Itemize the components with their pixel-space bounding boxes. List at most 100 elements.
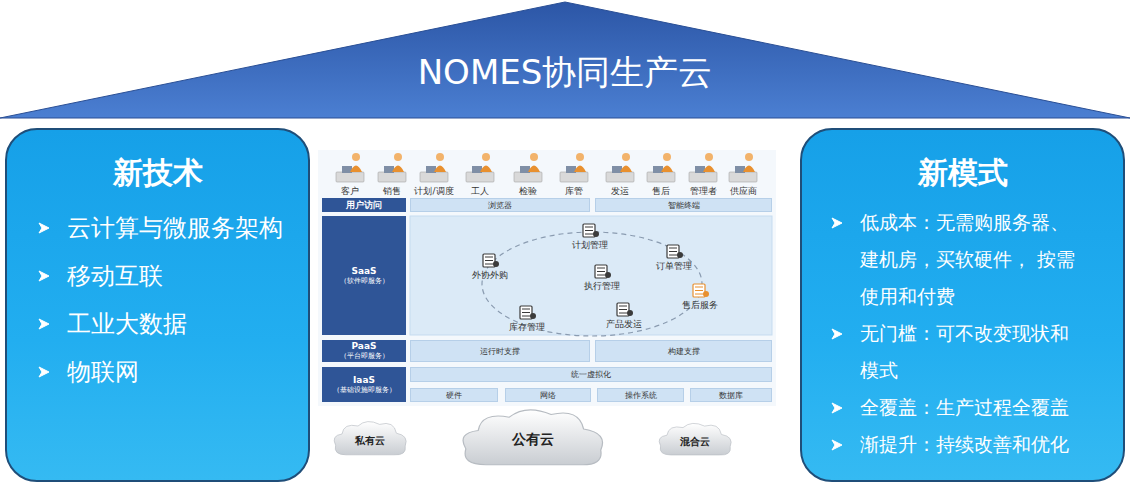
bullet-text: 低成本：无需购服务器、建机房，买软硬件， 按需使用和付费 [860, 204, 1078, 315]
icon-dot [605, 272, 611, 278]
person-head [436, 153, 444, 161]
roof-triangle [0, 2, 1130, 118]
icon-line [619, 306, 627, 307]
bullet-text: 全覆盖：生产过程全覆盖 [860, 389, 1078, 426]
bullet-text: 移动互联 [67, 252, 297, 300]
icon-dot [703, 291, 709, 297]
role-label: 管理者 [690, 186, 717, 197]
cloud-shape: 私有云 [330, 418, 410, 458]
layer-label: IaaS（基础设施即服务） [322, 367, 406, 402]
box-label: 智能终端 [668, 200, 700, 211]
module-label: 外协外购 [472, 270, 508, 281]
person-body [392, 166, 404, 173]
person-body [703, 166, 715, 173]
icon-line [597, 271, 605, 272]
cloud-shape: 混合云 [655, 420, 735, 458]
bullet-marker [830, 401, 844, 415]
icon-line [669, 248, 677, 249]
icon-line [619, 313, 627, 314]
bullet-item: 低成本：无需购服务器、建机房，买软硬件， 按需使用和付费 [802, 204, 1123, 315]
service-box: 操作系统 [597, 388, 684, 402]
module-label: 计划管理 [572, 240, 608, 251]
box-label: 统一虚拟化 [571, 369, 611, 380]
box-label: 硬件 [446, 390, 462, 401]
bullet-arrow [39, 223, 49, 233]
person-body [574, 166, 586, 173]
layer-name: PaaS [352, 341, 377, 352]
person-head [394, 153, 402, 161]
icon-line [695, 287, 703, 288]
person-body [350, 166, 362, 173]
cloud-shape: 公有云 [455, 404, 610, 470]
box-label: 构建支撑 [668, 346, 700, 357]
service-box: 运行时支撑 [410, 340, 590, 362]
layer-label: 用户访问 [322, 198, 406, 212]
panel-title: 新模式 [802, 150, 1123, 196]
saas-area [410, 216, 772, 335]
person-body [743, 166, 755, 173]
cloud-label: 公有云 [512, 431, 554, 449]
person-head [663, 153, 671, 161]
bullet-arrow [39, 319, 49, 329]
service-box: 网络 [505, 388, 591, 402]
service-box: 数据库 [690, 388, 772, 402]
bullet-arrow [832, 440, 842, 450]
bullet-item: 工业大数据 [7, 300, 308, 348]
person-body [480, 166, 492, 173]
icon-line [597, 268, 605, 269]
bullet-arrow [39, 271, 49, 281]
bullet-text: 物联网 [67, 348, 297, 396]
bullet-arrow [832, 329, 842, 339]
panel-title: 新技术 [7, 150, 308, 196]
icon-dot [677, 252, 683, 258]
role-label: 检验 [519, 186, 537, 197]
icon-line [585, 230, 593, 231]
bullet-text: 无门槛：可不改变现状和模式 [860, 315, 1078, 389]
layer-subtitle: （基础设施即服务） [333, 386, 396, 395]
cloud-path [659, 423, 731, 455]
icon-line [485, 260, 493, 261]
icon-line [522, 309, 530, 310]
person-head [576, 153, 584, 161]
layer-subtitle: （软件即服务） [340, 277, 389, 286]
service-box: 构建支撑 [595, 340, 772, 362]
icon-line [619, 309, 627, 310]
person-head [705, 153, 713, 161]
icon-line [585, 234, 593, 235]
box-label: 操作系统 [625, 390, 657, 401]
desk-icon [560, 172, 588, 182]
module-label: 执行管理 [584, 281, 620, 292]
person-body [620, 166, 632, 173]
service-box: 统一虚拟化 [410, 367, 772, 382]
role-label: 发运 [611, 186, 629, 197]
cloud-path [334, 422, 406, 455]
bullet-arrow [832, 218, 842, 228]
role-label: 客户 [341, 186, 359, 197]
desk-icon [647, 172, 675, 182]
bullet-item: 物联网 [7, 348, 308, 396]
bullet-arrow [39, 367, 49, 377]
desk-icon [729, 172, 757, 182]
layer-name: SaaS [351, 266, 376, 277]
service-box: 硬件 [410, 388, 498, 402]
cloud-label: 混合云 [680, 435, 710, 449]
person-head [482, 153, 490, 161]
person-head [622, 153, 630, 161]
desk-icon [689, 172, 717, 182]
module-label: 售后服务 [682, 300, 718, 311]
center-ground [318, 150, 776, 406]
bullet-item: 渐提升：持续改善和优化 [802, 426, 1123, 463]
module-label: 产品发运 [606, 319, 642, 330]
bullet-marker [830, 327, 844, 341]
role-label: 供应商 [730, 186, 757, 197]
person-body [434, 166, 446, 173]
module-label: 库存管理 [509, 322, 545, 333]
icon-dot [593, 231, 599, 237]
icon-line [585, 227, 593, 228]
bullet-item: 云计算与微服务架构 [7, 204, 308, 252]
module-label: 订单管理 [656, 261, 692, 272]
flow-ring [482, 232, 702, 336]
bullet-item: 无门槛：可不改变现状和模式 [802, 315, 1123, 389]
person-body [661, 166, 673, 173]
feature-panel: 新技术云计算与微服务架构移动互联工业大数据物联网 [5, 128, 310, 482]
